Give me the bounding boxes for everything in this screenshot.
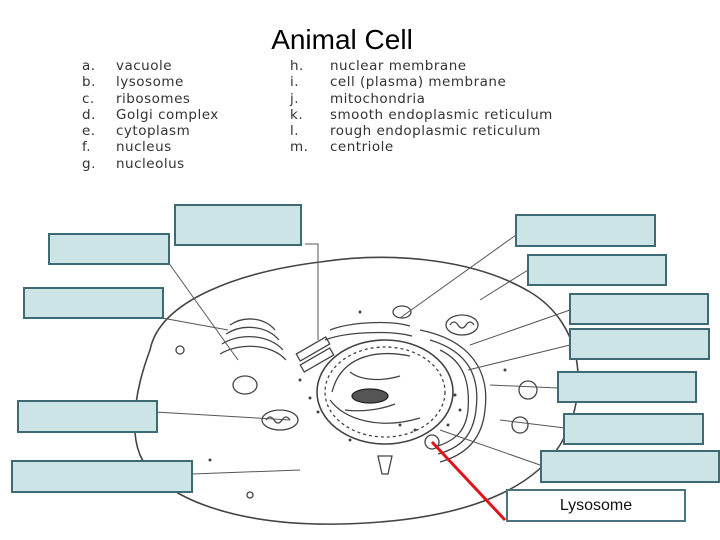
key-letter: i. [290,74,300,91]
label-box-4[interactable] [17,400,158,433]
key-letter: k. [290,106,304,123]
key-term: vacuole [116,58,173,74]
key-letter: d. [82,106,96,123]
key-list-right: h. nuclear membrane i. cell (plasma) membr… [290,58,553,156]
key-item-nuclear-membrane: h. nuclear membrane [290,58,553,74]
label-box-9[interactable] [569,328,710,360]
label-box-2[interactable] [48,233,170,265]
key-item-cell-membrane: i. cell (plasma) membrane [290,74,553,90]
key-term: cell (plasma) membrane [330,74,507,91]
key-term: ribosomes [116,90,191,107]
label-box-5[interactable] [11,460,193,493]
key-term: Golgi complex [116,106,219,123]
key-list-left: a. vacuole b. lysosome c. ribosomes d. Golgi… [82,58,219,172]
key-letter: h. [290,58,304,74]
answer-label-box[interactable]: Lysosome [506,489,686,522]
label-box-11[interactable] [563,413,704,445]
mitochondria [232,314,479,431]
centriole-lower [377,455,393,475]
key-term: nucleolus [116,155,185,172]
page-title: Animal Cell [271,24,413,55]
vacuoles [175,305,538,499]
rough-er [324,321,487,463]
key-item-vacuole: a. vacuole [82,58,219,74]
key-letter: e. [82,123,96,140]
key-term: centriole [330,139,394,156]
key-term: mitochondria [330,90,426,107]
label-box-12[interactable] [540,450,720,483]
key-item-centriole: m. centriole [290,139,553,155]
key-item-smooth-er: k. smooth endoplasmic reticulum [290,107,553,123]
key-letter: a. [82,58,96,74]
leader-lines [154,234,571,475]
label-box-6[interactable] [515,214,656,247]
key-letter: c. [82,90,95,107]
answer-arrow [430,440,507,522]
key-letter: m. [290,139,309,156]
centriole [295,336,335,373]
key-letter: b. [82,74,96,91]
nucleus [316,339,454,445]
ribosomes [208,310,507,462]
key-letter: j. [290,90,300,107]
key-item-ribosomes: c. ribosomes [82,91,219,107]
key-term: lysosome [116,74,184,91]
nucleolus [351,388,389,404]
key-item-nucleus: f. nucleus [82,139,219,155]
key-item-lysosome: b. lysosome [82,74,219,90]
label-box-10[interactable] [557,371,697,403]
key-item-cytoplasm: e. cytoplasm [82,123,219,139]
label-box-1[interactable] [174,204,302,246]
key-item-golgi: d. Golgi complex [82,107,219,123]
label-box-3[interactable] [23,287,164,319]
key-term: nucleus [116,139,172,156]
key-term: smooth endoplasmic reticulum [330,106,553,123]
label-box-7[interactable] [527,254,667,286]
key-term: nuclear membrane [330,58,467,74]
answer-label: Lysosome [559,496,633,514]
key-term: rough endoplasmic reticulum [330,123,541,140]
golgi-complex [219,318,287,361]
label-box-8[interactable] [569,293,709,325]
key-letter: g. [82,155,96,172]
key-item-rough-er: l. rough endoplasmic reticulum [290,123,553,139]
key-letter: l. [290,123,300,140]
key-letter: f. [82,139,92,156]
key-item-mitochondria: j. mitochondria [290,91,553,107]
key-term: cytoplasm [116,123,191,140]
key-item-nucleolus: g. nucleolus [82,156,219,172]
